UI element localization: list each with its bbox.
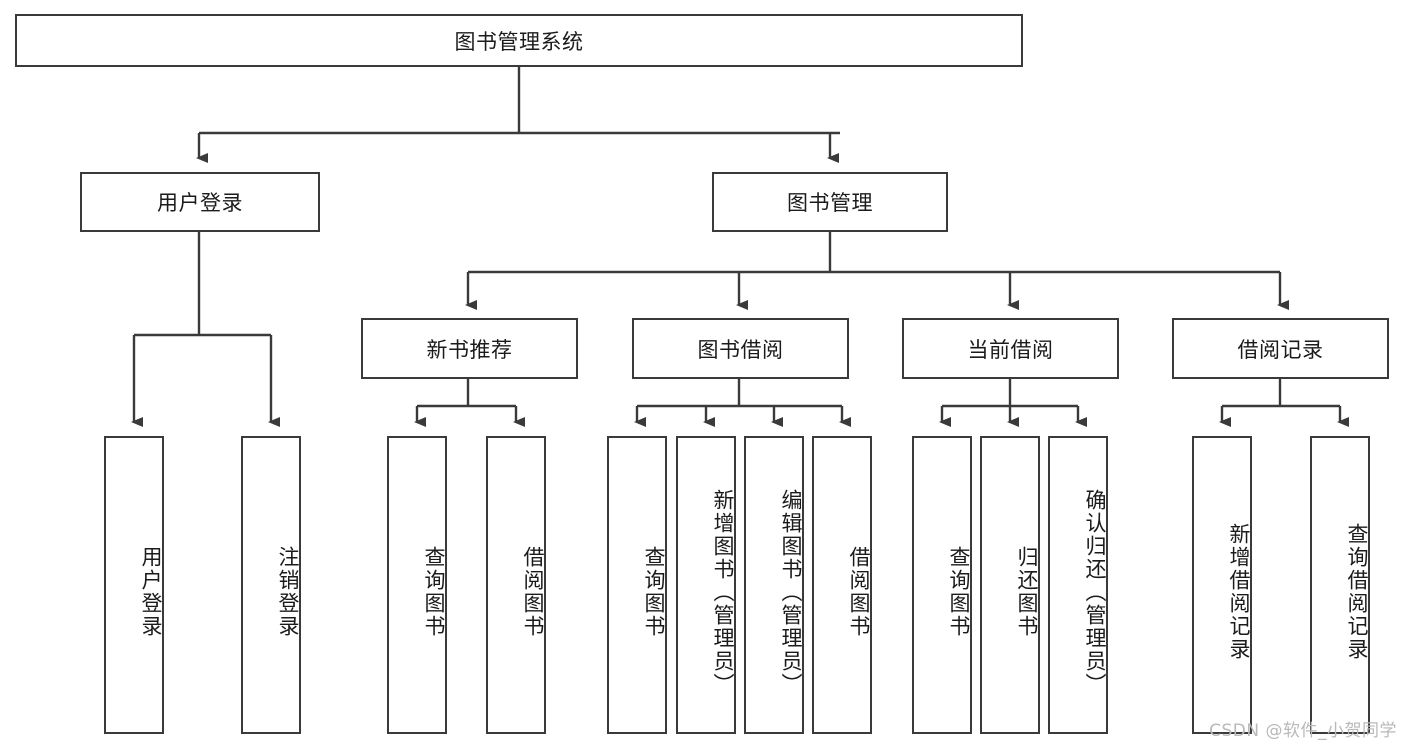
node-borrow-record[interactable]: 借阅记录	[1172, 318, 1389, 379]
leaf-borrow-record-query-record[interactable]: 查询借阅记录	[1310, 436, 1370, 734]
node-label: 查询图书	[642, 546, 666, 638]
node-label: 查询借阅记录	[1345, 523, 1369, 661]
node-label: 新增图书（管理员）	[711, 488, 735, 696]
leaf-user-login-logout[interactable]: 注销登录	[241, 436, 301, 734]
csdn-watermark: CSDN @软件_小贺同学	[1209, 721, 1397, 741]
node-label: 注销登录	[276, 546, 300, 638]
node-label: 查询图书	[422, 546, 446, 638]
leaf-book-borrow-edit-book-admin[interactable]: 编辑图书（管理员）	[744, 436, 804, 734]
node-label: 新增借阅记录	[1227, 523, 1251, 661]
node-label: 新书推荐	[426, 337, 513, 362]
leaf-current-borrow-query-book[interactable]: 查询图书	[912, 436, 972, 734]
node-label: 借阅记录	[1237, 337, 1324, 362]
node-label: 归还图书	[1015, 546, 1039, 638]
node-book-borrow[interactable]: 图书借阅	[632, 318, 849, 379]
leaf-borrow-record-add-record[interactable]: 新增借阅记录	[1192, 436, 1252, 734]
node-label: 图书管理系统	[454, 29, 584, 54]
node-user-login[interactable]: 用户登录	[80, 172, 320, 232]
node-label: 查询图书	[947, 546, 971, 638]
leaf-book-borrow-borrow-book[interactable]: 借阅图书	[812, 436, 872, 734]
node-root-book-management-system[interactable]: 图书管理系统	[15, 14, 1023, 67]
node-label: 用户登录	[139, 546, 163, 638]
leaf-new-book-query-book[interactable]: 查询图书	[387, 436, 447, 734]
node-label: 当前借阅	[967, 337, 1054, 362]
node-label: 编辑图书（管理员）	[779, 488, 803, 696]
node-book-management[interactable]: 图书管理	[712, 172, 948, 232]
leaf-book-borrow-add-book-admin[interactable]: 新增图书（管理员）	[676, 436, 736, 734]
node-new-book-recommend[interactable]: 新书推荐	[361, 318, 578, 379]
leaf-book-borrow-query-book[interactable]: 查询图书	[607, 436, 667, 734]
leaf-current-borrow-confirm-return-admin[interactable]: 确认归还（管理员）	[1048, 436, 1108, 734]
leaf-new-book-borrow-book[interactable]: 借阅图书	[486, 436, 546, 734]
node-label: 图书管理	[787, 191, 873, 215]
node-label: 借阅图书	[521, 546, 545, 638]
node-label: 用户登录	[157, 191, 243, 215]
node-current-borrow[interactable]: 当前借阅	[902, 318, 1119, 379]
node-label: 借阅图书	[847, 546, 871, 638]
node-label: 确认归还（管理员）	[1083, 488, 1107, 696]
leaf-user-login-login[interactable]: 用户登录	[104, 436, 164, 734]
leaf-current-borrow-return-book[interactable]: 归还图书	[980, 436, 1040, 734]
node-label: 图书借阅	[697, 337, 784, 362]
